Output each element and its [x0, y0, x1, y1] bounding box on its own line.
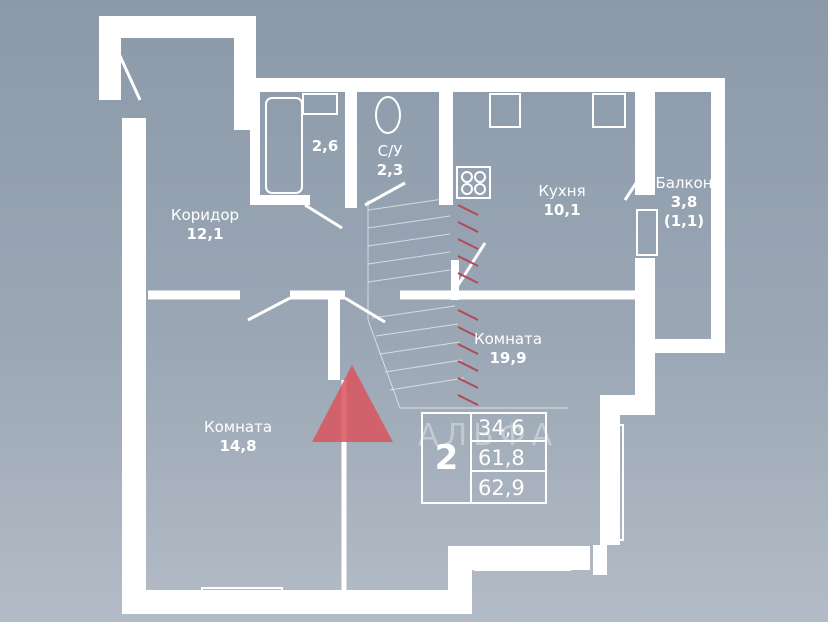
- total-area: 61,8: [472, 444, 545, 472]
- area-summary: 2 34,6 61,8 62,9: [421, 412, 547, 504]
- entrance-marker-icon: [312, 365, 393, 442]
- stair-hatching: [367, 197, 568, 409]
- living-area: 34,6: [472, 414, 545, 442]
- room-area: 2,3: [376, 160, 404, 179]
- room-bathroom: 2,6: [312, 137, 339, 156]
- room-area: 12,1: [186, 224, 224, 243]
- room-area: 19,9: [489, 348, 527, 367]
- room-area: 10,1: [543, 200, 581, 219]
- watermark: АЛЬФА: [418, 418, 559, 453]
- room-name: Комната: [473, 330, 543, 348]
- room-name: Кухня: [538, 182, 586, 200]
- room-count: 2: [423, 414, 472, 502]
- room-area: 2,6: [311, 137, 339, 155]
- room-name: С/У: [377, 142, 403, 160]
- room-name: Коридор: [170, 206, 240, 224]
- room-area: 3,8: [670, 192, 698, 211]
- room-area: 14,8: [219, 436, 257, 455]
- room-name: Балкон: [655, 174, 713, 192]
- total-area-with-balcony: 62,9: [478, 476, 525, 500]
- walls: [99, 16, 725, 614]
- room-name: Комната: [203, 418, 273, 436]
- room-area-coef: (1,1): [663, 211, 705, 230]
- red-hatching: [457, 204, 479, 406]
